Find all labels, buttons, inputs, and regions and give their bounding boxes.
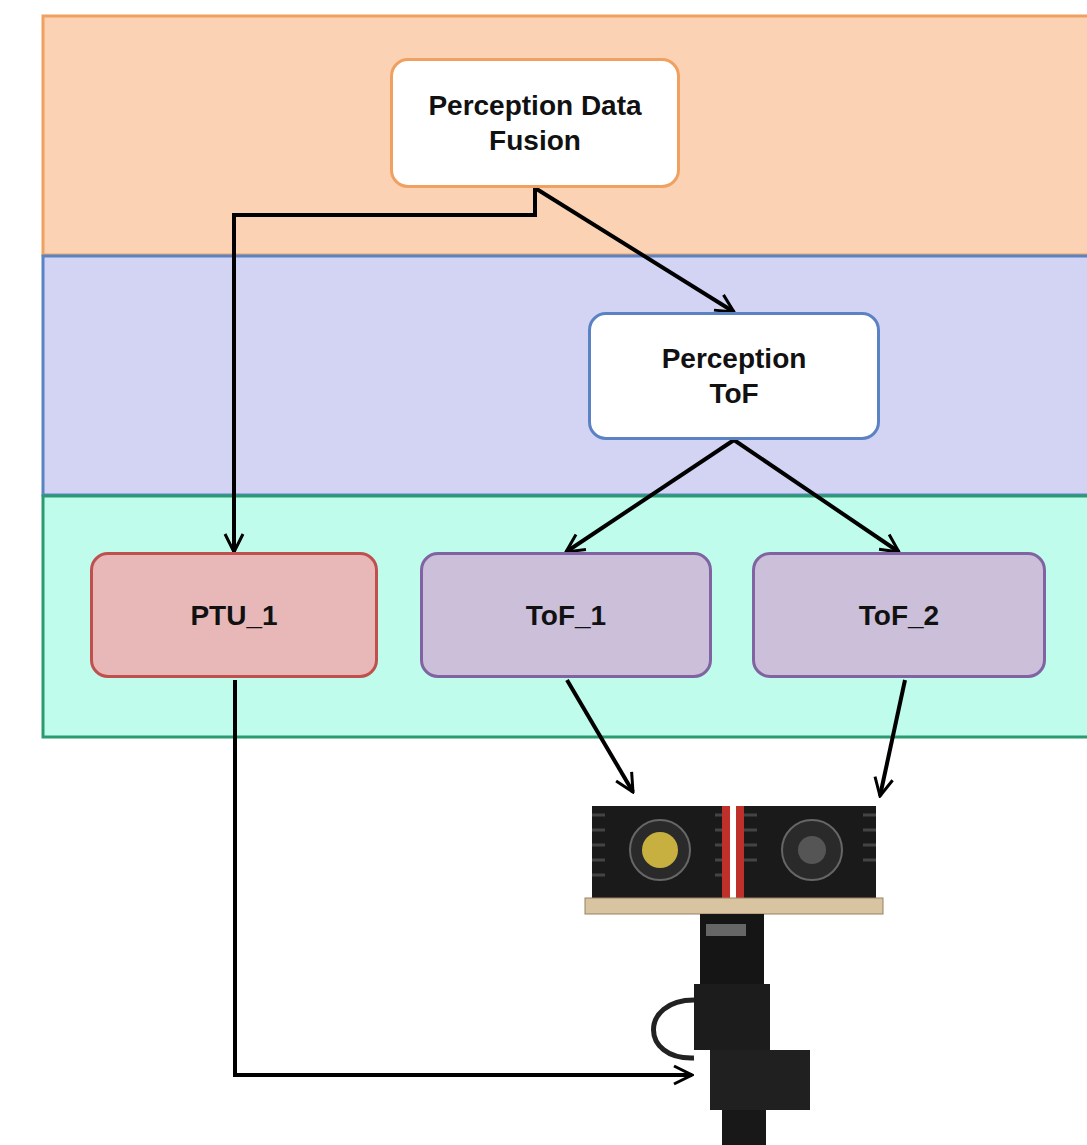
device-arrow	[880, 680, 905, 796]
device-box: PTU_1	[90, 552, 378, 678]
node-label: ToF_1	[526, 598, 606, 633]
device-arrow	[567, 680, 633, 792]
mount-plate	[585, 898, 883, 914]
connector-arrow	[535, 188, 734, 312]
camera-lens	[782, 820, 842, 880]
node-label: Perception ToF	[647, 341, 822, 411]
device-box: ToF_1	[420, 552, 712, 678]
camera-body	[592, 806, 728, 898]
bottom-band	[43, 496, 1087, 737]
sensor-head-illustration	[585, 806, 883, 1145]
middle-band	[43, 256, 1087, 495]
device-arrows	[235, 680, 905, 1075]
camera-lens	[630, 820, 690, 880]
process-box: Perception ToF	[588, 312, 880, 440]
process-box: Perception Data Fusion	[390, 58, 680, 188]
pan-base	[710, 1050, 810, 1110]
device-arrow	[235, 680, 692, 1075]
top-band	[43, 16, 1087, 255]
device-box: ToF_2	[752, 552, 1046, 678]
connector-arrow	[734, 440, 899, 552]
node-label: PTU_1	[190, 598, 277, 633]
connector-arrow	[234, 188, 535, 552]
pan-unit	[694, 984, 770, 1050]
camera-body	[736, 806, 876, 898]
tilt-unit	[700, 914, 764, 984]
node-label: Perception Data Fusion	[425, 88, 645, 158]
connector-arrow	[566, 440, 734, 552]
node-label: ToF_2	[859, 598, 939, 633]
